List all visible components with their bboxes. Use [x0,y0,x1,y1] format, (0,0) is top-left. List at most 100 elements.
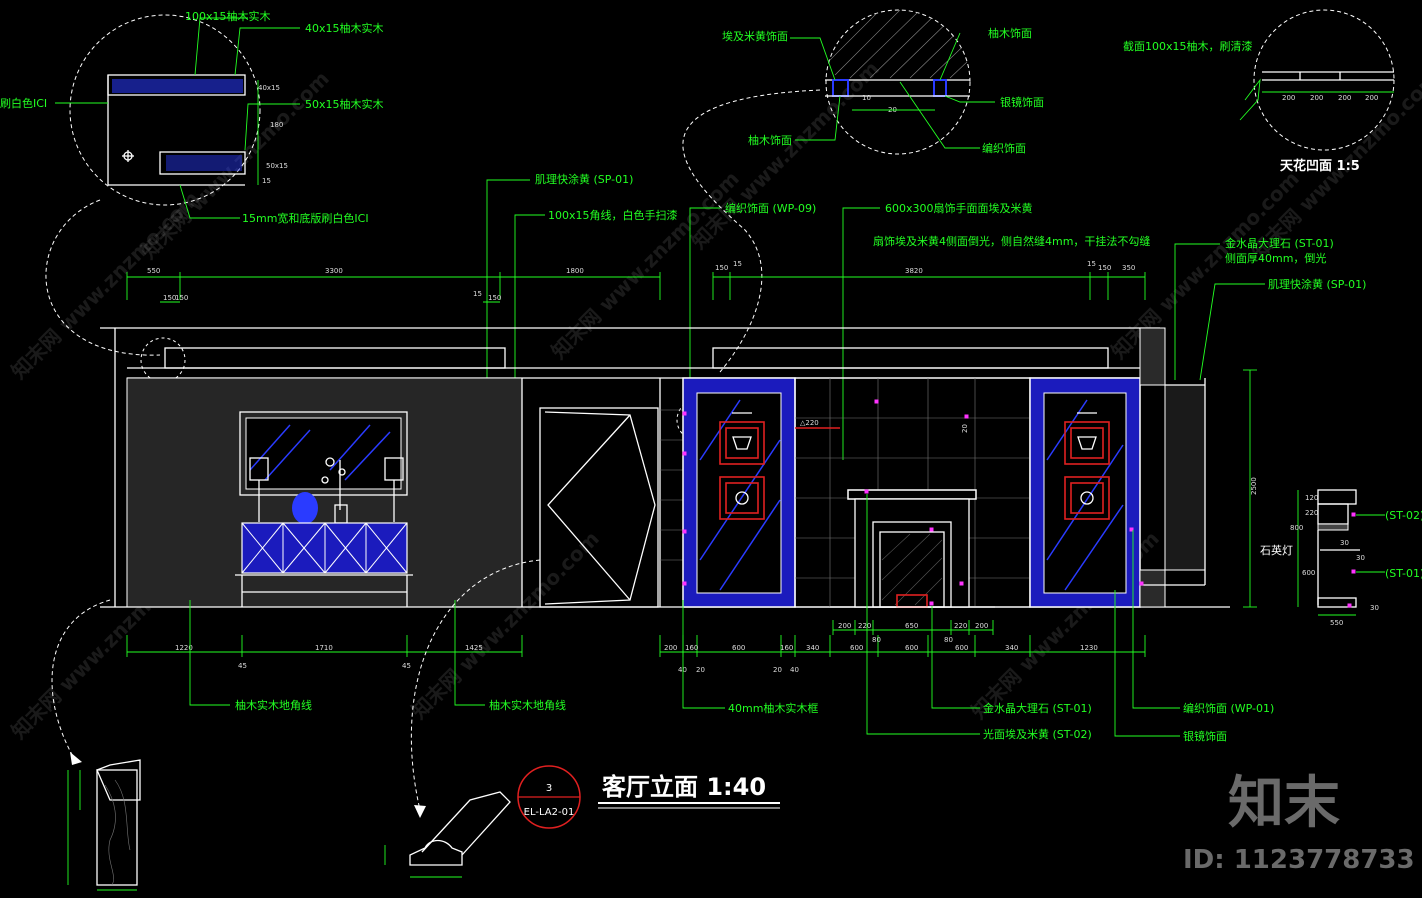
detail-link-arrow [682,89,821,373]
dim-label: 180 [270,121,283,129]
detail-ref-circle [140,337,186,383]
dim-label: 1220 [175,644,193,652]
dim-label: 80 [872,636,881,644]
callout-text: 100x15角线，白色手扫漆 [548,208,678,222]
callout-text: 肌理快涂黄 (SP-01) [535,172,633,186]
height-dimension: 2500 [1250,477,1258,495]
dim-label: 10 [862,94,871,102]
callout-text: 柚木饰面 [748,133,792,147]
dim-label: 150 [488,294,501,302]
dim-label: 15 [262,177,271,185]
callout-text: 40mm柚木实木框 [728,701,818,715]
dim-label: 3820 [905,267,923,275]
dim-label: 15 [473,290,482,298]
callout-text: 金水晶大理石 (ST-01) [983,701,1092,715]
dim-label: 150 [715,264,728,272]
dim-label: 30 [1370,604,1379,612]
dim-label: 600 [732,644,745,652]
sheet-number: EL-LA2-01 [524,807,575,818]
drawing-number: 3 [546,783,552,794]
lower-callouts: 柚木实木地角线 柚木实木地角线 40mm柚木实木框 金水晶大理石 (ST-01)… [189,494,1274,743]
callout-text: 100x15柚木实木 [185,9,271,23]
dim-label: 200 [838,622,851,630]
dim-label: 200 [1310,94,1323,102]
callout-text: 柚木实木地角线 [489,698,566,712]
dim-label: 1230 [1080,644,1098,652]
dim-label: 160 [780,644,793,652]
detail-circle-top-left: 40x15 180 50x15 15 100x15柚木实木 40x15柚木实木 … [0,9,384,225]
callout-text: 银镜饰面 [1000,95,1044,109]
dim-label: 650 [905,622,918,630]
callout-text: 编织饰面 (WP-01) [1183,701,1274,715]
main-elevation: △220 20 [100,327,1258,608]
dim-label: 20 [961,424,969,433]
dim-label: 1425 [465,644,483,652]
title-block: 3 EL-LA2-01 客厅立面 1:40 [517,765,780,829]
callout-text: 扇饰埃及米黄4侧面倒光，侧自然缝4mm，干挂法不勾缝 [873,234,1150,248]
callout-text: 柚木实木地角线 [235,698,312,712]
dim-label: 40 [790,666,799,674]
dim-label: 600 [850,644,863,652]
bottom-profile-details [51,559,541,891]
callout-text: 侧面厚40mm，倒光 [1225,251,1326,265]
dim-label: 120 [1305,494,1318,502]
dim-label: 600 [905,644,918,652]
callout-text: 截面100x15柚木，刷清漆 [1123,39,1253,53]
callout-text: 刷白色ICI [0,96,47,110]
bottom-dimensions: 1220 1710 1425 45 45 200 160 600 160 340… [126,620,1146,674]
callout-text: 15mm宽和底版刷白色ICI [242,211,369,225]
callout-text: 600x300扇饰手面面埃及米黄 [885,201,1033,215]
detail-link-arrow [45,199,161,356]
dim-label: 150 [1098,264,1111,272]
watermark-text: 知末网 www.znzmo.com [687,56,884,253]
right-section-detail: 120 220 30 30 600 550 800 30 (ST-02) (ST… [1260,489,1422,627]
dim-label: 220 [1305,509,1318,517]
callout-text: 银镜饰面 [1183,729,1227,743]
upper-callouts: 肌理快涂黄 (SP-01) 100x15角线，白色手扫漆 编织饰面 (WP-09… [486,172,1366,460]
dim-label: 220 [858,622,871,630]
callout-text: 编织饰面 [982,141,1026,155]
dim-label: 1710 [315,644,333,652]
dim-label: 15 [733,260,742,268]
callout-text: 50x15柚木实木 [305,97,384,111]
callout-text: 40x15柚木实木 [305,21,384,35]
callout-text: 肌理快涂黄 (SP-01) [1268,277,1366,291]
callout-text: 埃及米黄饰面 [722,29,788,43]
watermark-id: ID: 1123778733 [1183,845,1415,875]
site-watermark: 知末 ID: 1123778733 [1183,771,1415,875]
dim-label: 3300 [325,267,343,275]
callout-text: 柚木饰面 [988,26,1032,40]
dim-label: 340 [806,644,819,652]
drawing-title: 客厅立面 1:40 [602,773,766,801]
dim-label: 800 [1290,524,1303,532]
dim-label: 30 [1340,539,1349,547]
callout-text: 金水晶大理石 (ST-01) [1225,236,1334,250]
callout-text: (ST-02) [1385,509,1422,522]
dim-label: 340 [1005,644,1018,652]
dim-label: 30 [1356,554,1365,562]
dim-label: 160 [685,644,698,652]
callout-text: 光面埃及米黄 (ST-02) [983,727,1092,741]
dim-label: 40 [678,666,687,674]
dim-label: 20 [696,666,705,674]
detail-circle-top-center: 10 20 埃及米黄饰面 柚木饰面 银镜饰面 柚木饰面 编织饰面 [722,9,1044,155]
dim-label: 220 [954,622,967,630]
dim-label: 20 [773,666,782,674]
dim-label: 600 [955,644,968,652]
dim-label: 200 [664,644,677,652]
callout-text: (ST-01) [1385,567,1422,580]
dim-label: 200 [1338,94,1351,102]
dim-label: 150 [163,294,176,302]
elevation-marker: △220 [800,419,819,427]
dim-label: 200 [1365,94,1378,102]
dim-label: 80 [944,636,953,644]
callout-text: 石英灯 [1260,543,1293,557]
dim-label: 200 [975,622,988,630]
dim-label: 200 [1282,94,1295,102]
dim-label: 45 [402,662,411,670]
top-dimensions: 550 3300 1800 150 150 15 150 150 15 3820… [126,260,1146,303]
dim-label: 150 [175,294,188,302]
dim-label: 550 [1330,619,1343,627]
dim-label: 40x15 [258,84,280,92]
